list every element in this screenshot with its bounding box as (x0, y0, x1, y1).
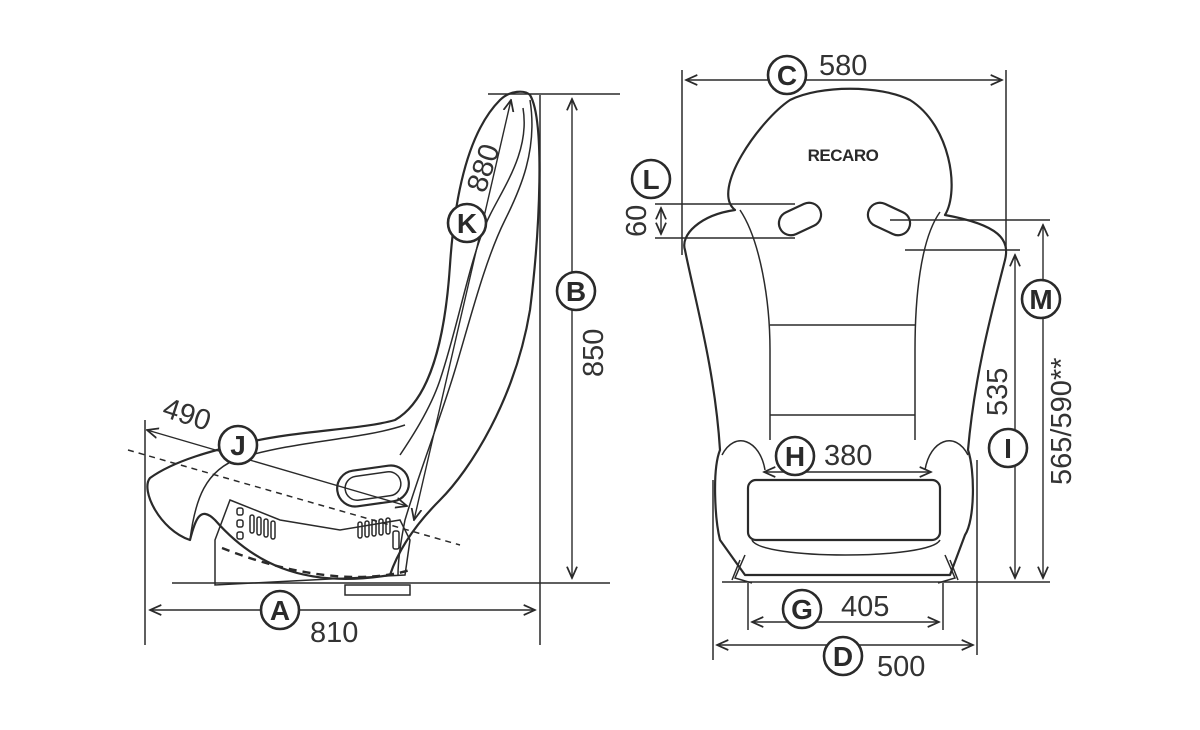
dimension-label-h: H (774, 435, 816, 477)
dimension-value-h: 380 (824, 440, 872, 472)
dimension-label-i: I (987, 427, 1029, 469)
dimension-value-k: 880 (461, 140, 506, 196)
dimension-letter-d: D (833, 641, 853, 672)
dimension-value-d: 500 (877, 651, 925, 683)
dimension-letter-m: M (1029, 284, 1052, 315)
dimension-label-d: D (822, 635, 864, 677)
dimension-label-a: A (259, 589, 301, 631)
dimension-letter-j: J (230, 430, 246, 461)
dimension-value-g: 405 (841, 591, 889, 623)
dimension-label-c: C (766, 54, 808, 96)
dimension-letter-a: A (270, 595, 290, 626)
dimension-label-j: J (217, 424, 259, 466)
dimension-value-l: 60 (621, 205, 653, 237)
dimension-letter-h: H (785, 441, 805, 472)
dimension-label-l: L (630, 158, 672, 200)
side-view-dimensions (127, 93, 620, 645)
dimension-label-g: G (781, 588, 823, 630)
dimension-label-b: B (555, 270, 597, 312)
dimension-letter-b: B (566, 276, 586, 307)
dimension-value-b: 850 (578, 329, 610, 377)
dimension-letter-c: C (777, 60, 797, 91)
front-view-seat: RECARO (683, 87, 1008, 584)
mount-slots (236, 507, 400, 550)
dimension-value-i: 535 (982, 368, 1014, 416)
dimension-letter-g: G (791, 594, 813, 625)
dimension-letter-l: L (642, 164, 659, 195)
dimension-value-j: 490 (159, 392, 215, 437)
dimension-value-m: 565/590** (1046, 358, 1078, 485)
dimension-value-c: 580 (819, 50, 867, 82)
dimension-label-k: K (446, 202, 488, 244)
dimension-letter-i: I (1004, 433, 1012, 464)
brand-logo-text: RECARO (808, 146, 879, 165)
dimension-label-m: M (1020, 278, 1062, 320)
front-view-dimensions (655, 70, 1050, 660)
dimension-value-a: 810 (310, 617, 358, 649)
dimension-letter-k: K (457, 208, 477, 239)
